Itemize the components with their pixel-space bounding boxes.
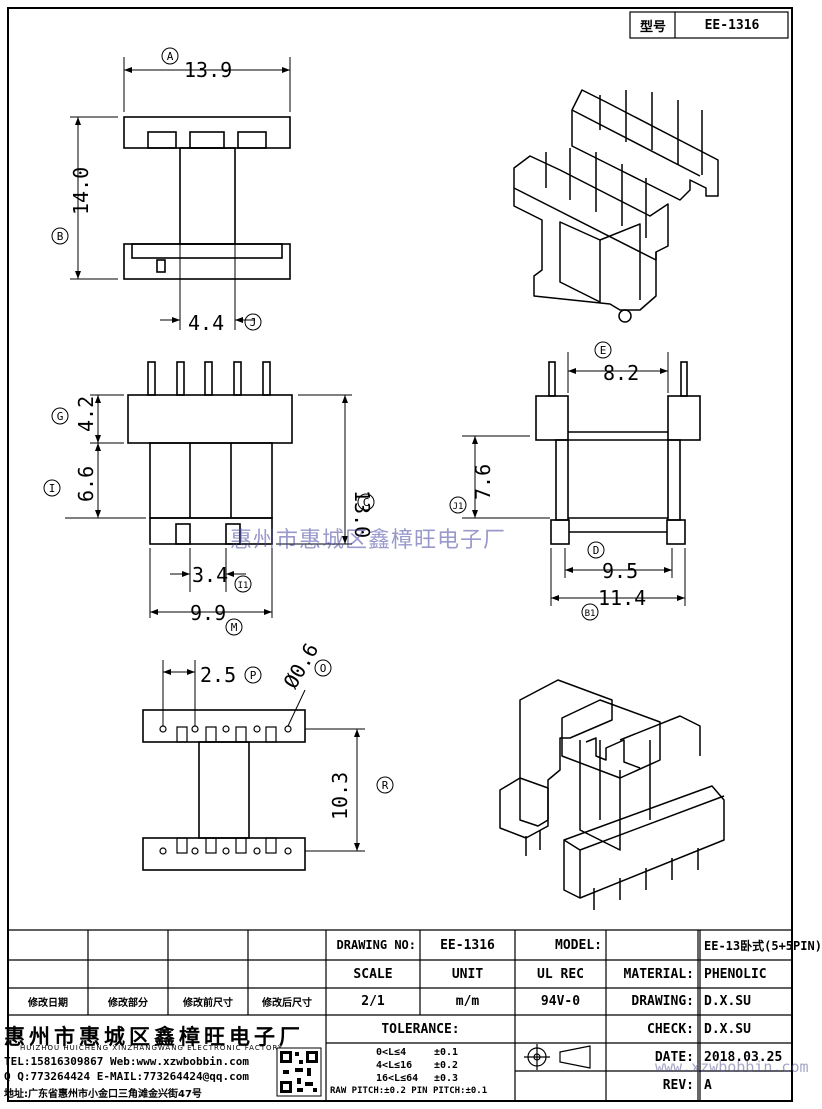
title-block-grid — [8, 11, 792, 1101]
svg-text:I1: I1 — [238, 581, 249, 591]
watermark-url: www.xzwbobbin.com — [655, 1058, 809, 1076]
pitch-note: RAW PITCH:±0.2 PIN PITCH:±0.1 — [330, 1086, 488, 1096]
ref-A: A — [161, 47, 179, 65]
model-label: MODEL: — [555, 937, 602, 953]
ref-R: R — [376, 776, 394, 794]
dimension-labels: 13.9 14.0 4.4 4.2 6.6 13.0 3.4 9.9 8.2 7… — [69, 58, 646, 820]
rev-header-part: 修改部分 — [108, 998, 148, 1009]
tol-range-3: 16<L≤64 — [376, 1073, 419, 1084]
svg-text:E: E — [600, 344, 607, 357]
ref-P: P — [244, 666, 262, 684]
ref-I1: I1 — [234, 575, 252, 593]
rev-header-before: 修改前尺寸 — [183, 998, 233, 1009]
svg-text:B1: B1 — [585, 609, 596, 619]
bottom-view — [142, 660, 365, 871]
material-value: PHENOLIC — [704, 966, 767, 982]
front-view — [65, 361, 352, 618]
date-label: DATE: — [654, 1049, 694, 1065]
check-value: D.X.SU — [704, 1021, 751, 1037]
svg-text:J: J — [250, 316, 257, 329]
ref-J: J — [244, 313, 262, 331]
drawing-border — [7, 7, 793, 1102]
reference-circles: A B J G I C I1 M E J1 D B1 P O R — [43, 47, 612, 794]
model-value: EE-13卧式(5+5PIN) — [704, 938, 822, 953]
drawing-by-label: DRAWING: — [631, 994, 694, 1009]
check-label: CHECK: — [647, 1021, 694, 1037]
rev-value: A — [704, 1077, 712, 1093]
svg-text:I: I — [49, 482, 56, 495]
ref-E: E — [594, 341, 612, 359]
ref-O: O — [314, 659, 332, 677]
isometric-view-top — [513, 89, 719, 323]
company-address: 地址:广东省惠州市小金口三角滩金兴街47号 — [4, 1089, 202, 1100]
unit-label: UNIT — [451, 966, 484, 982]
ref-I: I — [43, 479, 61, 497]
rev-label: REV: — [662, 1077, 694, 1093]
dim-I1-value: 3.4 — [192, 563, 228, 587]
ref-M: M — [225, 618, 243, 636]
ref-B1: B1 — [581, 603, 599, 621]
ref-D: D — [587, 541, 605, 559]
svg-text:C: C — [363, 496, 370, 509]
svg-text:B: B — [57, 230, 64, 243]
projection-symbol-icon — [524, 1044, 591, 1070]
qr-code-icon — [276, 1047, 322, 1097]
watermark-text: 惠州市惠城区鑫樟旺电子厂 — [230, 528, 507, 553]
side-view — [462, 352, 701, 606]
tolerance-label: TOLERANCE: — [381, 1021, 460, 1037]
company-qq: Q Q:773264424 E-MAIL:773264424@qq.com — [4, 1070, 250, 1083]
svg-text:O: O — [320, 662, 327, 675]
rev-header-date: 修改日期 — [28, 998, 68, 1009]
dim-E-value: 8.2 — [603, 361, 639, 385]
isometric-view-bottom — [499, 679, 725, 910]
ref-G: G — [51, 407, 69, 425]
unit-value: m/m — [455, 994, 480, 1009]
company-name-cn: 惠州市惠城区鑫樟旺电子厂 — [4, 1025, 304, 1049]
tol-value-2: ±0.2 — [434, 1060, 459, 1071]
technical-drawing: 13.9 14.0 4.4 4.2 6.6 13.0 3.4 9.9 8.2 7… — [7, 7, 793, 1102]
svg-text:R: R — [382, 779, 389, 792]
date-value: 2018.03.25 — [704, 1049, 783, 1065]
type-value: EE-1316 — [704, 17, 760, 33]
svg-text:M: M — [231, 621, 238, 634]
ul-rec-label: UL REC — [537, 966, 584, 982]
svg-text:P: P — [250, 669, 257, 682]
ref-J1: J1 — [449, 496, 467, 514]
dim-J-value: 4.4 — [188, 311, 224, 335]
company-tel: TEL:15816309867 Web:www.xzwbobbin.com — [4, 1055, 250, 1068]
dim-J1-value: 7.6 — [471, 464, 495, 500]
dim-I-value: 6.6 — [74, 466, 98, 502]
dim-P-value: 2.5 — [200, 663, 236, 687]
dim-C-value: 13.0 — [350, 490, 374, 538]
ref-C: C — [357, 493, 375, 511]
svg-text:D: D — [593, 544, 600, 557]
material-label: MATERIAL: — [623, 966, 694, 982]
scale-value: 2/1 — [361, 994, 385, 1009]
dim-D-value: 9.5 — [602, 559, 638, 583]
ref-B: B — [51, 227, 69, 245]
svg-text:J1: J1 — [453, 502, 464, 512]
tol-value-1: ±0.1 — [434, 1047, 459, 1058]
top-view — [70, 57, 291, 330]
dim-M-value: 9.9 — [190, 601, 226, 625]
dim-G-value: 4.2 — [74, 396, 98, 432]
company-name-en: HUIZHOU HUICHENG XINZHANGWANG ELECTRONIC… — [20, 1044, 284, 1052]
scale-label: SCALE — [353, 966, 393, 982]
ul-rec-value: 94V-0 — [540, 994, 581, 1009]
drawing-no-value: EE-1316 — [440, 937, 495, 953]
dim-O-value: Ø0.6 — [279, 639, 324, 693]
dim-R-value: 10.3 — [328, 772, 352, 820]
tol-range-2: 4<L≤16 — [376, 1060, 413, 1071]
svg-text:G: G — [57, 410, 64, 423]
drawing-by-value: D.X.SU — [704, 994, 751, 1009]
dim-B-value: 14.0 — [69, 167, 93, 215]
drawing-no-label: DRAWING NO: — [336, 938, 416, 952]
dim-B1-value: 11.4 — [598, 586, 646, 610]
tol-value-3: ±0.3 — [434, 1073, 459, 1084]
rev-header-after: 修改后尺寸 — [262, 998, 312, 1009]
type-label: 型号 — [639, 19, 666, 35]
tol-range-1: 0<L≤4 — [376, 1047, 407, 1058]
svg-text:A: A — [167, 50, 174, 63]
dim-A-value: 13.9 — [184, 58, 232, 82]
